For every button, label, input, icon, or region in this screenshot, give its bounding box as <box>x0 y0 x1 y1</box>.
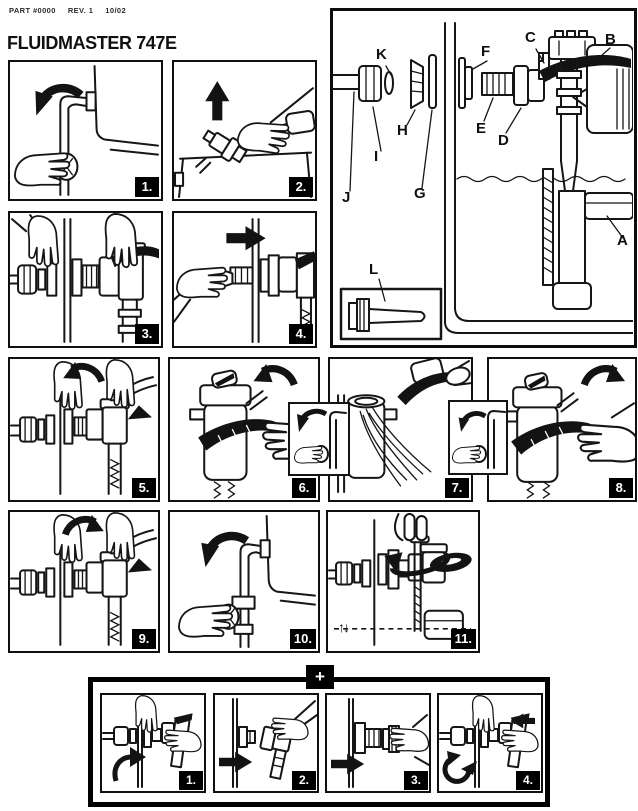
step-panel-11: ↑↓ 11. <box>326 510 480 653</box>
part-info: PART #0000 REV. 1 10/02 <box>9 6 126 15</box>
turn-on-water-illustration <box>178 515 316 648</box>
remove-cap-illustration <box>189 359 318 499</box>
attach-refill-tube-illustration <box>10 359 157 495</box>
step-panel-2: 2. <box>172 60 317 201</box>
step-panel-4: 4. <box>172 211 317 348</box>
part-label-I: I <box>374 148 379 165</box>
adjust-water-level-illustration <box>328 513 472 646</box>
part-label-F: F <box>481 43 491 60</box>
step-number-badge: 2. <box>292 771 316 790</box>
part-label-E: E <box>476 120 487 137</box>
step-number-badge: 2. <box>289 177 313 197</box>
step-6-inset <box>288 402 350 476</box>
step-number-badge: 4. <box>516 771 540 790</box>
step-number-badge: 8. <box>609 478 633 498</box>
curved-left-arrow-icon <box>253 364 294 385</box>
step-7-inset <box>448 400 508 475</box>
bonus-step-panel-2: 2. <box>213 693 319 793</box>
up-arrow-icon <box>205 81 230 121</box>
install-valve-illustration <box>10 213 159 343</box>
part-label-B: B <box>605 31 616 48</box>
step-number-badge: 11. <box>450 629 476 649</box>
part-label-A: A <box>617 232 628 249</box>
step-number-badge: 6. <box>292 478 316 498</box>
part-label-K: K <box>376 46 387 63</box>
part-label-D: D <box>498 132 509 149</box>
revision: REV. 1 <box>67 6 94 15</box>
right-arrow-icon <box>226 226 266 251</box>
page-title: FLUIDMASTER 747E <box>7 33 177 53</box>
step-number-badge: 1. <box>179 771 203 790</box>
step-number-badge: 3. <box>404 771 428 790</box>
step-number-badge: 1. <box>135 177 159 197</box>
bonus-step-4-illustration <box>439 695 541 788</box>
hand-icon <box>578 425 635 462</box>
bonus-step-panel-4: 4. <box>437 693 543 793</box>
plus-icon: + <box>315 667 325 686</box>
part-label-J: J <box>342 189 351 206</box>
parts-diagram: A B C D E F G H I J K L <box>330 8 637 348</box>
step-panel-1: 1. <box>8 60 163 201</box>
step-panel-5: 5. <box>8 357 160 502</box>
parts-diagram-art <box>333 22 633 341</box>
part-number: PART #0000 <box>9 6 56 15</box>
step-number-badge: 3. <box>135 324 159 344</box>
curved-down-arrow-icon <box>459 413 486 431</box>
bonus-step-1-illustration <box>102 695 204 788</box>
step-number-badge: 5. <box>132 478 156 498</box>
turn-off-water-illustration <box>14 65 159 196</box>
replace-cap-illustration <box>502 359 635 499</box>
turn-valve-inset-illustration <box>452 410 506 469</box>
bonus-step-3-illustration <box>331 698 429 788</box>
step-number-badge: 9. <box>132 629 156 649</box>
turn-valve-inset-illustration <box>294 408 347 469</box>
step-number-badge: 7. <box>445 478 469 498</box>
bonus-step-2-illustration <box>219 698 317 788</box>
connect-supply-illustration <box>174 218 315 343</box>
right-arrow-icon <box>219 751 253 773</box>
bonus-step-panel-3: 3. <box>325 693 431 793</box>
hand-icon <box>28 216 58 266</box>
bonus-step-panel-1: 1. <box>100 693 206 793</box>
part-label-G: G <box>414 185 426 202</box>
bonus-plus-tab: + <box>306 665 334 689</box>
curved-down-arrow-icon <box>32 84 81 121</box>
part-label-L: L <box>369 261 379 278</box>
step-panel-8: 8. <box>487 357 637 502</box>
part-label-H: H <box>397 122 408 139</box>
date: 10/02 <box>105 6 127 15</box>
remove-old-valve-illustration <box>174 81 315 198</box>
step-number-badge: 10. <box>289 629 316 649</box>
step-panel-9: 9. <box>8 510 160 653</box>
step-panel-10: 10. <box>168 510 320 653</box>
curved-right-arrow-icon <box>584 364 625 385</box>
up-down-arrows: ↑↓ <box>338 619 350 635</box>
step-number-badge: 4. <box>289 324 313 344</box>
reattach-refill-tube-illustration <box>10 512 157 646</box>
right-arrow-icon <box>331 753 365 775</box>
part-label-C: C <box>525 29 536 46</box>
step-panel-3: 3. <box>8 211 163 348</box>
